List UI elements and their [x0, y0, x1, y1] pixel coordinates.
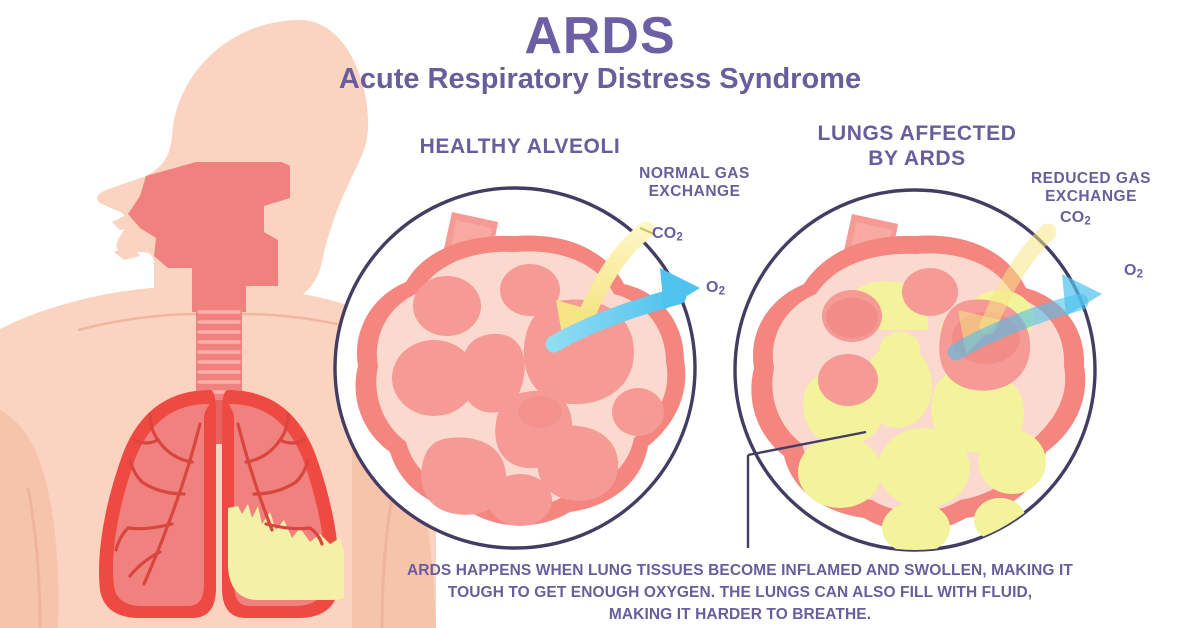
healthy-alveoli-diagram: [333, 186, 700, 550]
ards-description-caption: ARDS HAPPENS WHEN LUNG TISSUES BECOME IN…: [407, 562, 1073, 623]
ards-alveoli-diagram: [733, 188, 1102, 552]
lung-right: [222, 390, 344, 618]
o2-arrow-healthy: [545, 287, 687, 353]
healthy-alveoli-heading: HEALTHY ALVEOLI: [419, 135, 621, 158]
normal-gas-exchange-label: NORMAL GAS EXCHANGE: [639, 165, 750, 201]
o2-label-ards: O2: [1124, 262, 1143, 282]
co2-arrow-healthy: [577, 221, 655, 325]
o2-arrow-ards: [947, 293, 1089, 361]
o2-text: O: [706, 279, 719, 296]
reduced-gas-exchange-label: REDUCED GAS EXCHANGE: [1030, 170, 1152, 206]
o2-text: O: [1124, 262, 1137, 279]
o2-label-healthy: O2: [706, 279, 725, 299]
co2-subscript: 2: [1084, 215, 1092, 228]
co2-label-healthy: CO2: [652, 225, 683, 245]
lung-left: [98, 390, 216, 618]
bronchial-tree-left: [114, 412, 202, 586]
co2-arrow-ards: [979, 223, 1057, 335]
co2-subscript: 2: [676, 231, 684, 244]
o2-subscript: 2: [1136, 268, 1144, 281]
co2-text: CO: [1060, 209, 1085, 226]
lungs-affected-heading: LUNGS AFFECTED BY ARDS: [817, 122, 1017, 170]
page-title: ARDS: [524, 7, 676, 65]
pleural-fluid: [228, 504, 344, 600]
co2-text: CO: [652, 225, 677, 242]
page-subtitle: Acute Respiratory Distress Syndrome: [338, 63, 862, 95]
ards-pointer-leader: [746, 430, 867, 548]
bronchial-tree-right: [236, 412, 324, 546]
co2-label-ards: CO2: [1060, 209, 1091, 229]
alveolar-sacs: [392, 264, 664, 526]
human-torso-illustration: [0, 20, 436, 628]
o2-subscript: 2: [718, 285, 726, 298]
